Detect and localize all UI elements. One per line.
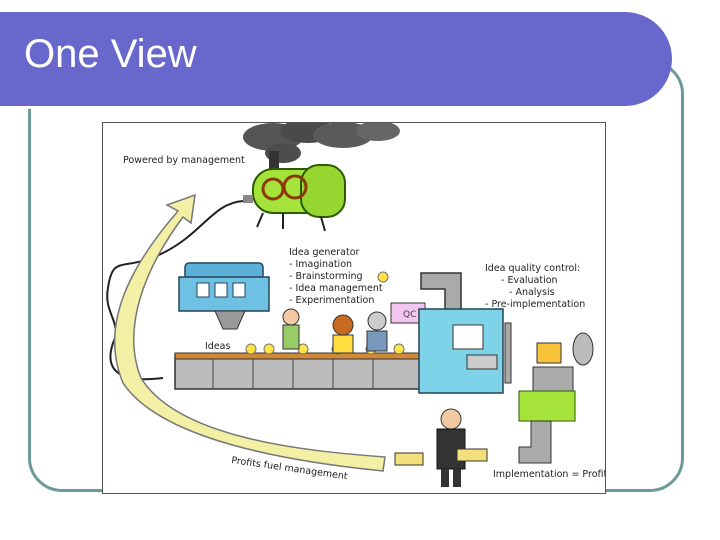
workers <box>282 308 388 354</box>
output-bin <box>518 332 594 464</box>
idea-generator-item: - Brainstorming <box>289 271 363 282</box>
implementation-label: Implementation = Profit <box>493 469 605 480</box>
idea-generator-item: - Experimentation <box>289 295 374 306</box>
qc-label: QC <box>403 310 416 320</box>
title-underline <box>0 106 636 109</box>
quality-control-item: - Evaluation <box>501 275 558 286</box>
title-bar <box>0 12 672 109</box>
engine <box>243 151 346 232</box>
idea-factory-cartoon: Powered by management Idea generator - I… <box>102 122 606 494</box>
quality-control-item: - Pre-implementation <box>485 299 585 310</box>
ideas-label: Ideas <box>205 341 230 352</box>
idea-generator-item: - Imagination <box>289 259 352 270</box>
slide-title: One View <box>24 32 197 76</box>
quality-control-heading: Idea quality control: <box>485 263 580 274</box>
cartoon-illustration: Powered by management Idea generator - I… <box>106 123 605 487</box>
power-cable <box>106 200 244 381</box>
conveyor-belt <box>174 352 434 390</box>
quality-control-item: - Analysis <box>509 287 555 298</box>
smoke-cloud <box>243 123 400 163</box>
profit-arrow <box>114 193 386 472</box>
powered-by-label: Powered by management <box>123 155 245 166</box>
idea-generator-item: - Idea management <box>289 283 383 294</box>
quality-control-machine <box>390 272 512 394</box>
idea-generator-heading: Idea generator <box>289 247 360 258</box>
idea-generator-machine <box>178 262 270 330</box>
manager <box>394 408 488 487</box>
